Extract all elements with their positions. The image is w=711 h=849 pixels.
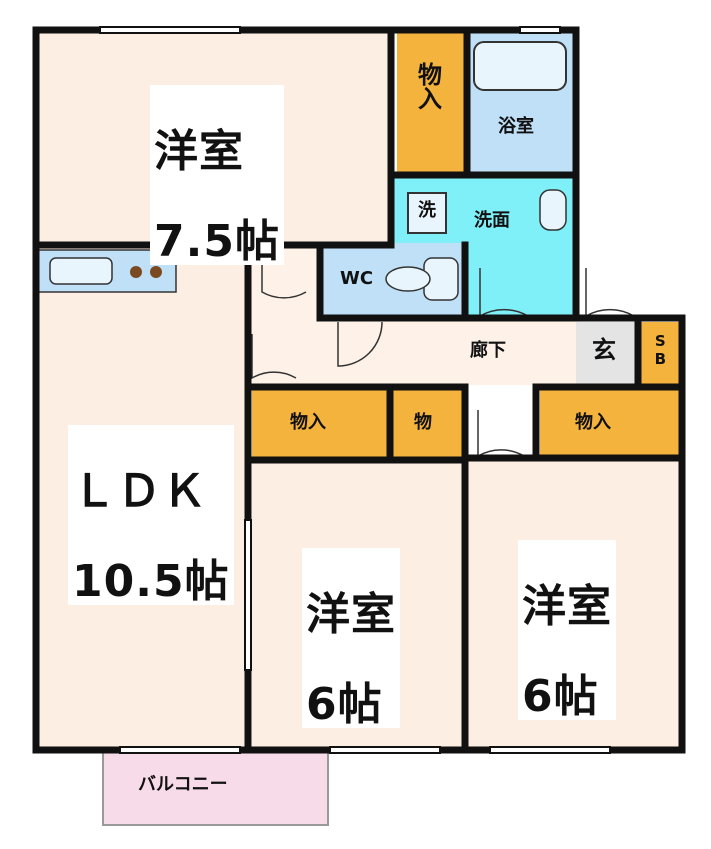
window [99, 26, 241, 34]
window [519, 26, 561, 34]
shoe-box-label: SB [651, 332, 670, 368]
closet-right-label: 物入 [575, 412, 611, 433]
entrance-floor [576, 322, 636, 384]
closet-mid-label: 物入 [290, 412, 326, 433]
room-size: 10.5帖 [72, 555, 230, 607]
storage-label: 物 [414, 412, 432, 433]
window [119, 746, 241, 754]
room-size: 6帖 [522, 670, 599, 722]
exterior-wall [32, 26, 686, 754]
hallway-label: 廊下 [470, 340, 506, 361]
closet-top-label: 物入 [413, 62, 442, 110]
door-swing [251, 334, 297, 380]
wc-label: WC [340, 268, 374, 289]
closet-top-floor [397, 32, 465, 172]
door-swing [337, 321, 383, 367]
toilet-bowl-icon [385, 266, 431, 292]
closet-mid-floor [252, 390, 387, 458]
ldk-label: ＬＤＫ 10.5帖 [68, 425, 234, 605]
room-name: 洋室 [154, 125, 244, 177]
washbasin-icon [539, 189, 567, 231]
western-room-right-label: 洋室 6帖 [518, 540, 616, 720]
stove-burner-icon [130, 266, 142, 278]
room-size: 6帖 [306, 678, 383, 730]
shoe-box-floor [640, 322, 680, 384]
storage-floor [393, 390, 463, 458]
western-room-top-label: 洋室 7.5帖 [150, 85, 284, 265]
entrance-label: 玄 [592, 336, 616, 364]
western-room-mid-label: 洋室 6帖 [302, 548, 400, 728]
washer-label: 洗 [418, 200, 436, 221]
room-name: 洋室 [306, 588, 396, 640]
room-name: ＬＤＫ [72, 465, 207, 517]
room-name: 洋室 [522, 580, 612, 632]
door-swing [261, 248, 307, 299]
door-swing [477, 410, 525, 458]
closet-right-floor [540, 390, 682, 458]
window [329, 746, 441, 754]
room-size: 7.5帖 [154, 215, 280, 267]
window [489, 746, 611, 754]
bathtub-icon [473, 41, 567, 91]
sink-icon [49, 257, 113, 285]
washer-box [407, 192, 447, 234]
window [244, 519, 252, 671]
stove-burner-icon [150, 266, 162, 278]
door-swing [585, 268, 635, 318]
bath-label: 浴室 [498, 116, 534, 137]
balcony-label: バルコニー [138, 774, 228, 795]
washroom-label: 洗面 [474, 210, 510, 231]
